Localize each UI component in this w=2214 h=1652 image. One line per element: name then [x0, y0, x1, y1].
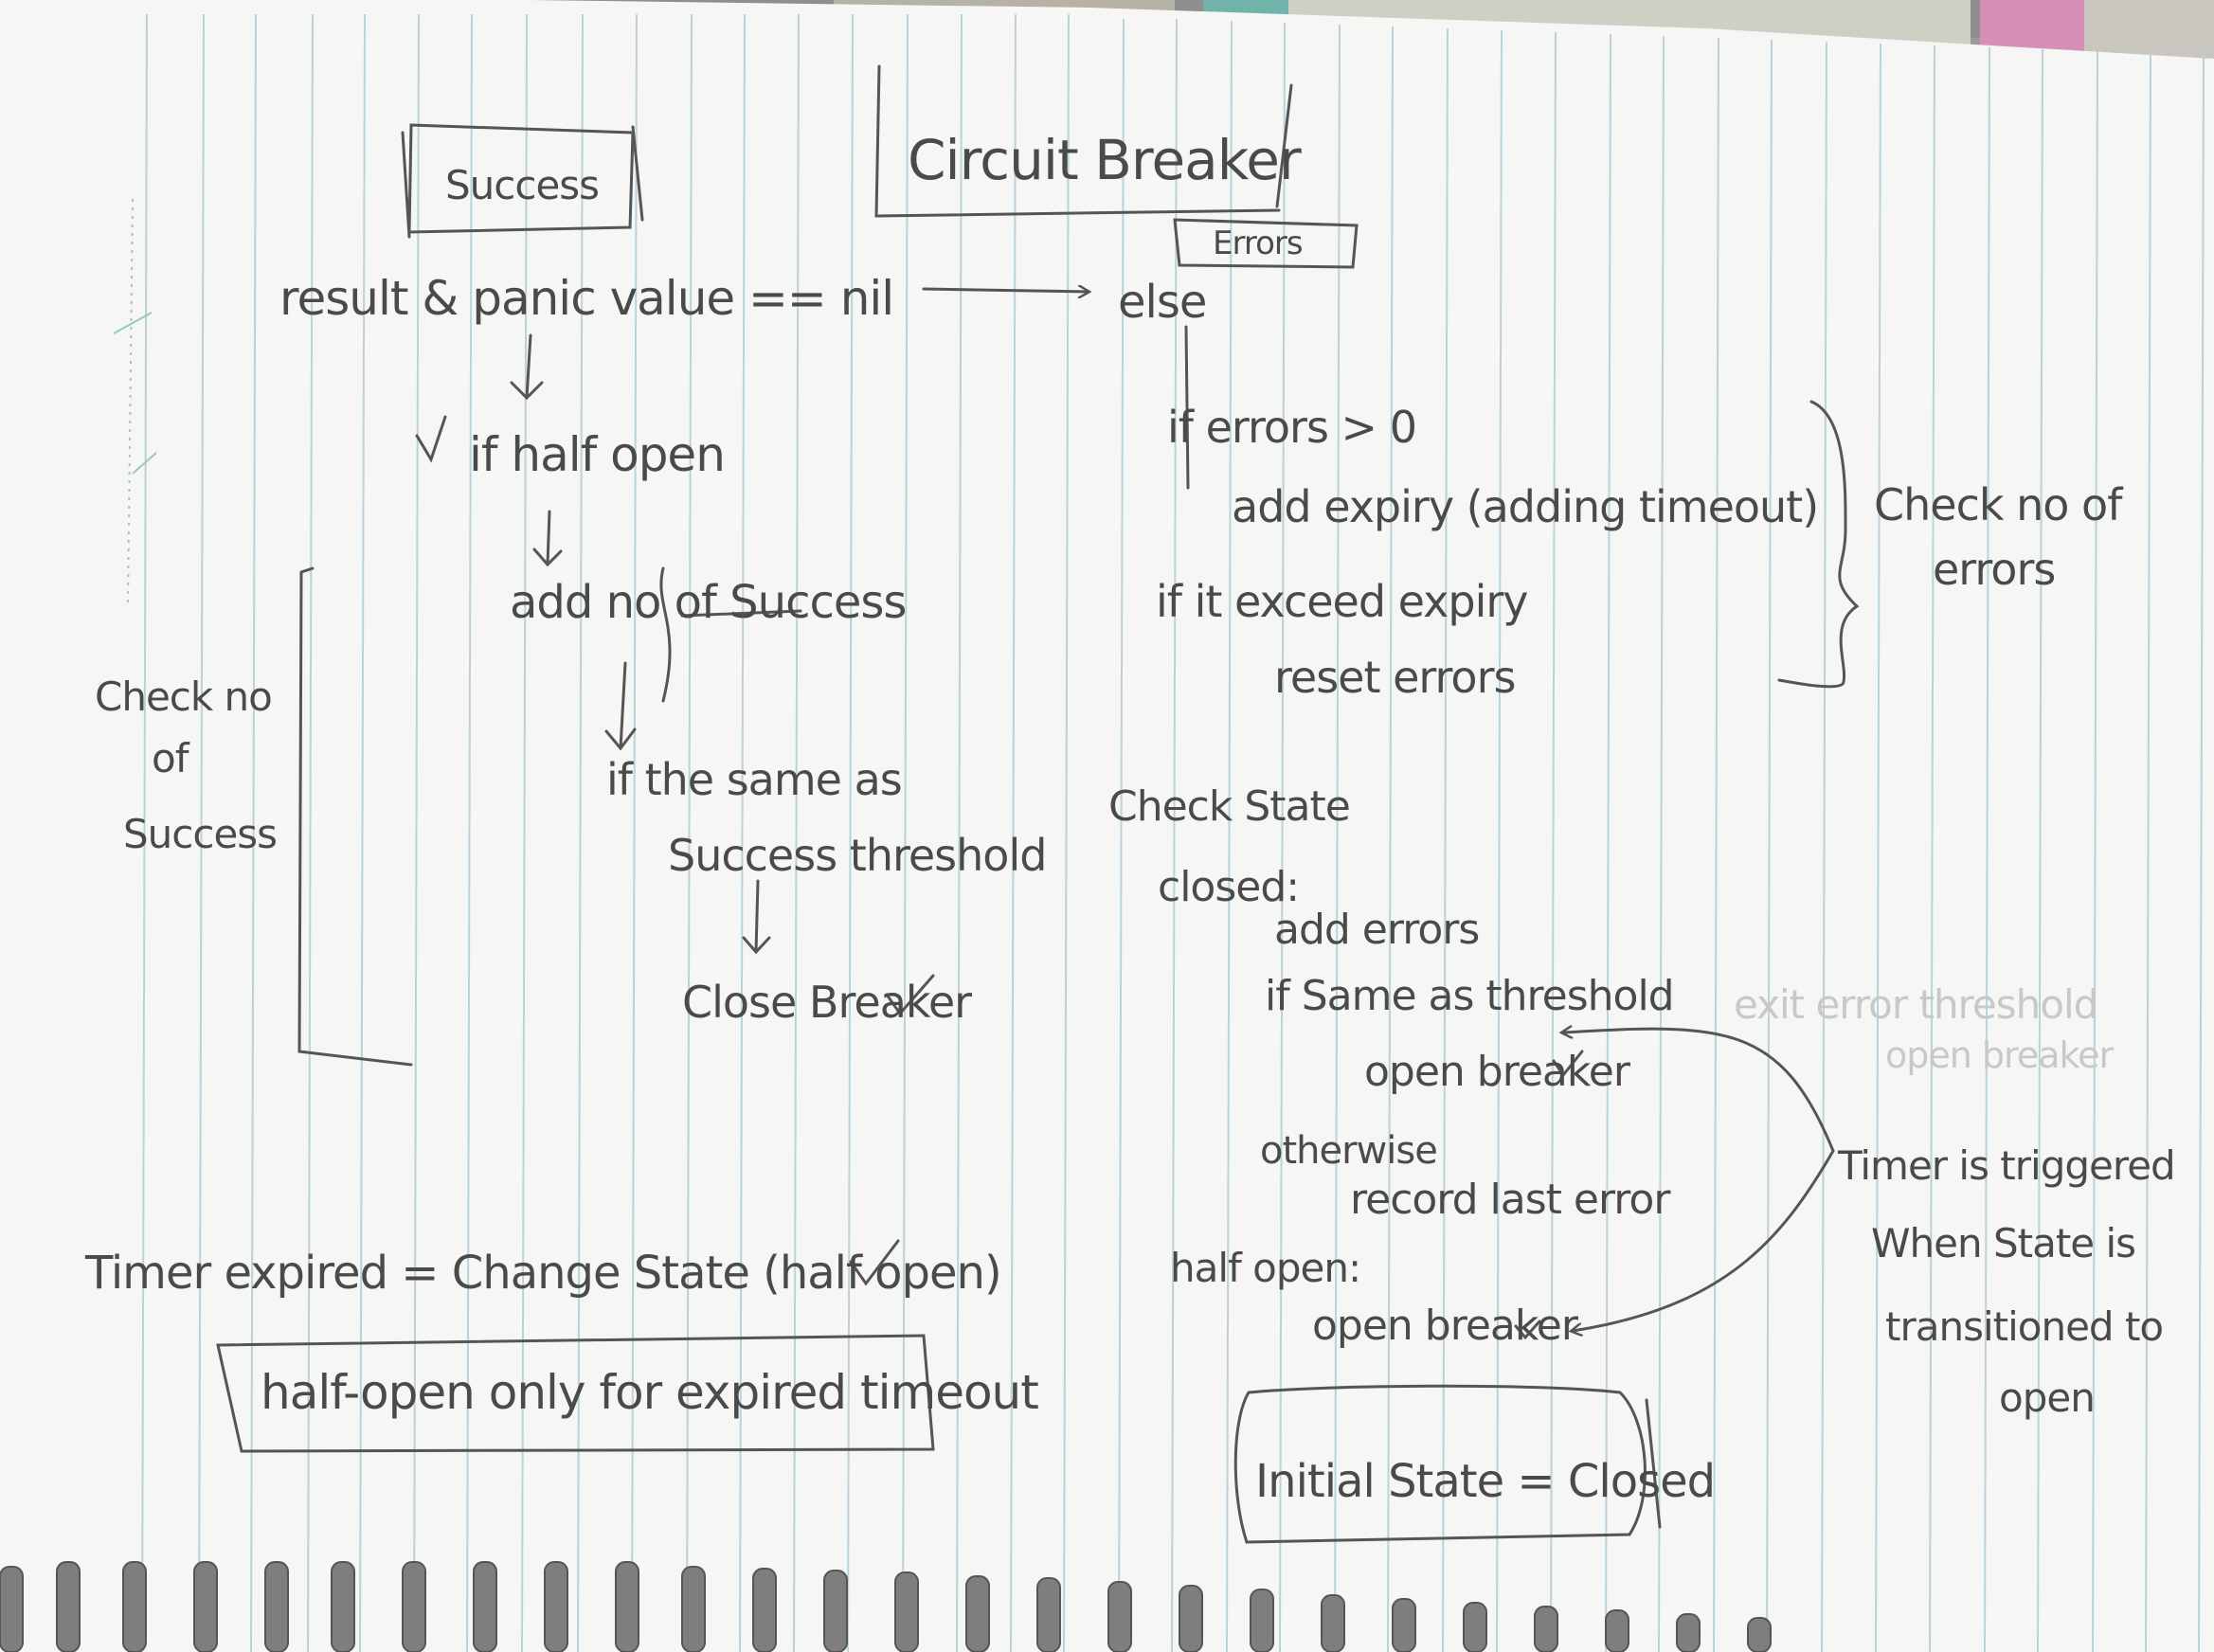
check-successes-line3: Success: [123, 811, 278, 857]
success-box-label: Success: [445, 162, 600, 208]
title: Circuit Breaker: [908, 128, 1302, 192]
timer-note-line2: When State is: [1871, 1220, 2136, 1266]
closed-label: closed:: [1158, 863, 1300, 911]
erased-text-line2: open breaker: [1885, 1034, 2114, 1076]
if-same-as-threshold: if Same as threshold: [1265, 972, 1675, 1020]
errors-box-label: Errors: [1213, 224, 1304, 262]
exceed-expiry: if it exceed expiry: [1156, 576, 1528, 627]
timer-note-line4: open: [1999, 1374, 2096, 1421]
check-errors-line1: Check no of: [1874, 479, 2122, 530]
record-last-error: record last error: [1350, 1176, 1670, 1224]
open-breaker-half-open: open breaker: [1312, 1302, 1578, 1350]
pencil-drawing: [216, 64, 1860, 1544]
add-errors: add errors: [1274, 906, 1480, 954]
half-open-only-note: half-open only for expired timeout: [261, 1365, 1039, 1420]
check-successes-line1: Check no: [95, 673, 273, 720]
same-as-threshold-line2: Success threshold: [668, 830, 1047, 881]
half-open-check: if half open: [469, 427, 726, 482]
check-successes-line2: of: [152, 735, 189, 781]
add-expiry: add expiry (adding timeout): [1232, 481, 1819, 532]
open-breaker-closed: open breaker: [1364, 1048, 1630, 1096]
timer-expired: Timer expired = Change State (half open): [85, 1247, 1002, 1300]
spiral-binding: [0, 1561, 1772, 1652]
erased-text-line1: exit error threshold: [1734, 981, 2098, 1028]
same-as-threshold-line1: if the same as: [606, 754, 903, 805]
reset-errors: reset errors: [1274, 652, 1516, 703]
errors-gt-zero: if errors > 0: [1167, 402, 1417, 453]
success-condition: result & panic value == nil: [279, 271, 894, 326]
check-state: Check State: [1108, 782, 1351, 831]
timer-note-line3: transitioned to: [1885, 1303, 2164, 1350]
check-errors-line2: errors: [1933, 544, 2056, 595]
initial-state-note: Initial State = Closed: [1255, 1455, 1716, 1508]
close-breaker: Close Breaker: [682, 977, 972, 1028]
else-label: else: [1118, 276, 1207, 329]
half-open-label: half open:: [1170, 1245, 1361, 1291]
otherwise-label: otherwise: [1260, 1129, 1438, 1173]
add-successes: add no of Success: [510, 576, 907, 629]
ruled-lines: [141, 13, 2205, 1652]
timer-note-line1: Timer is triggered: [1838, 1142, 2176, 1189]
